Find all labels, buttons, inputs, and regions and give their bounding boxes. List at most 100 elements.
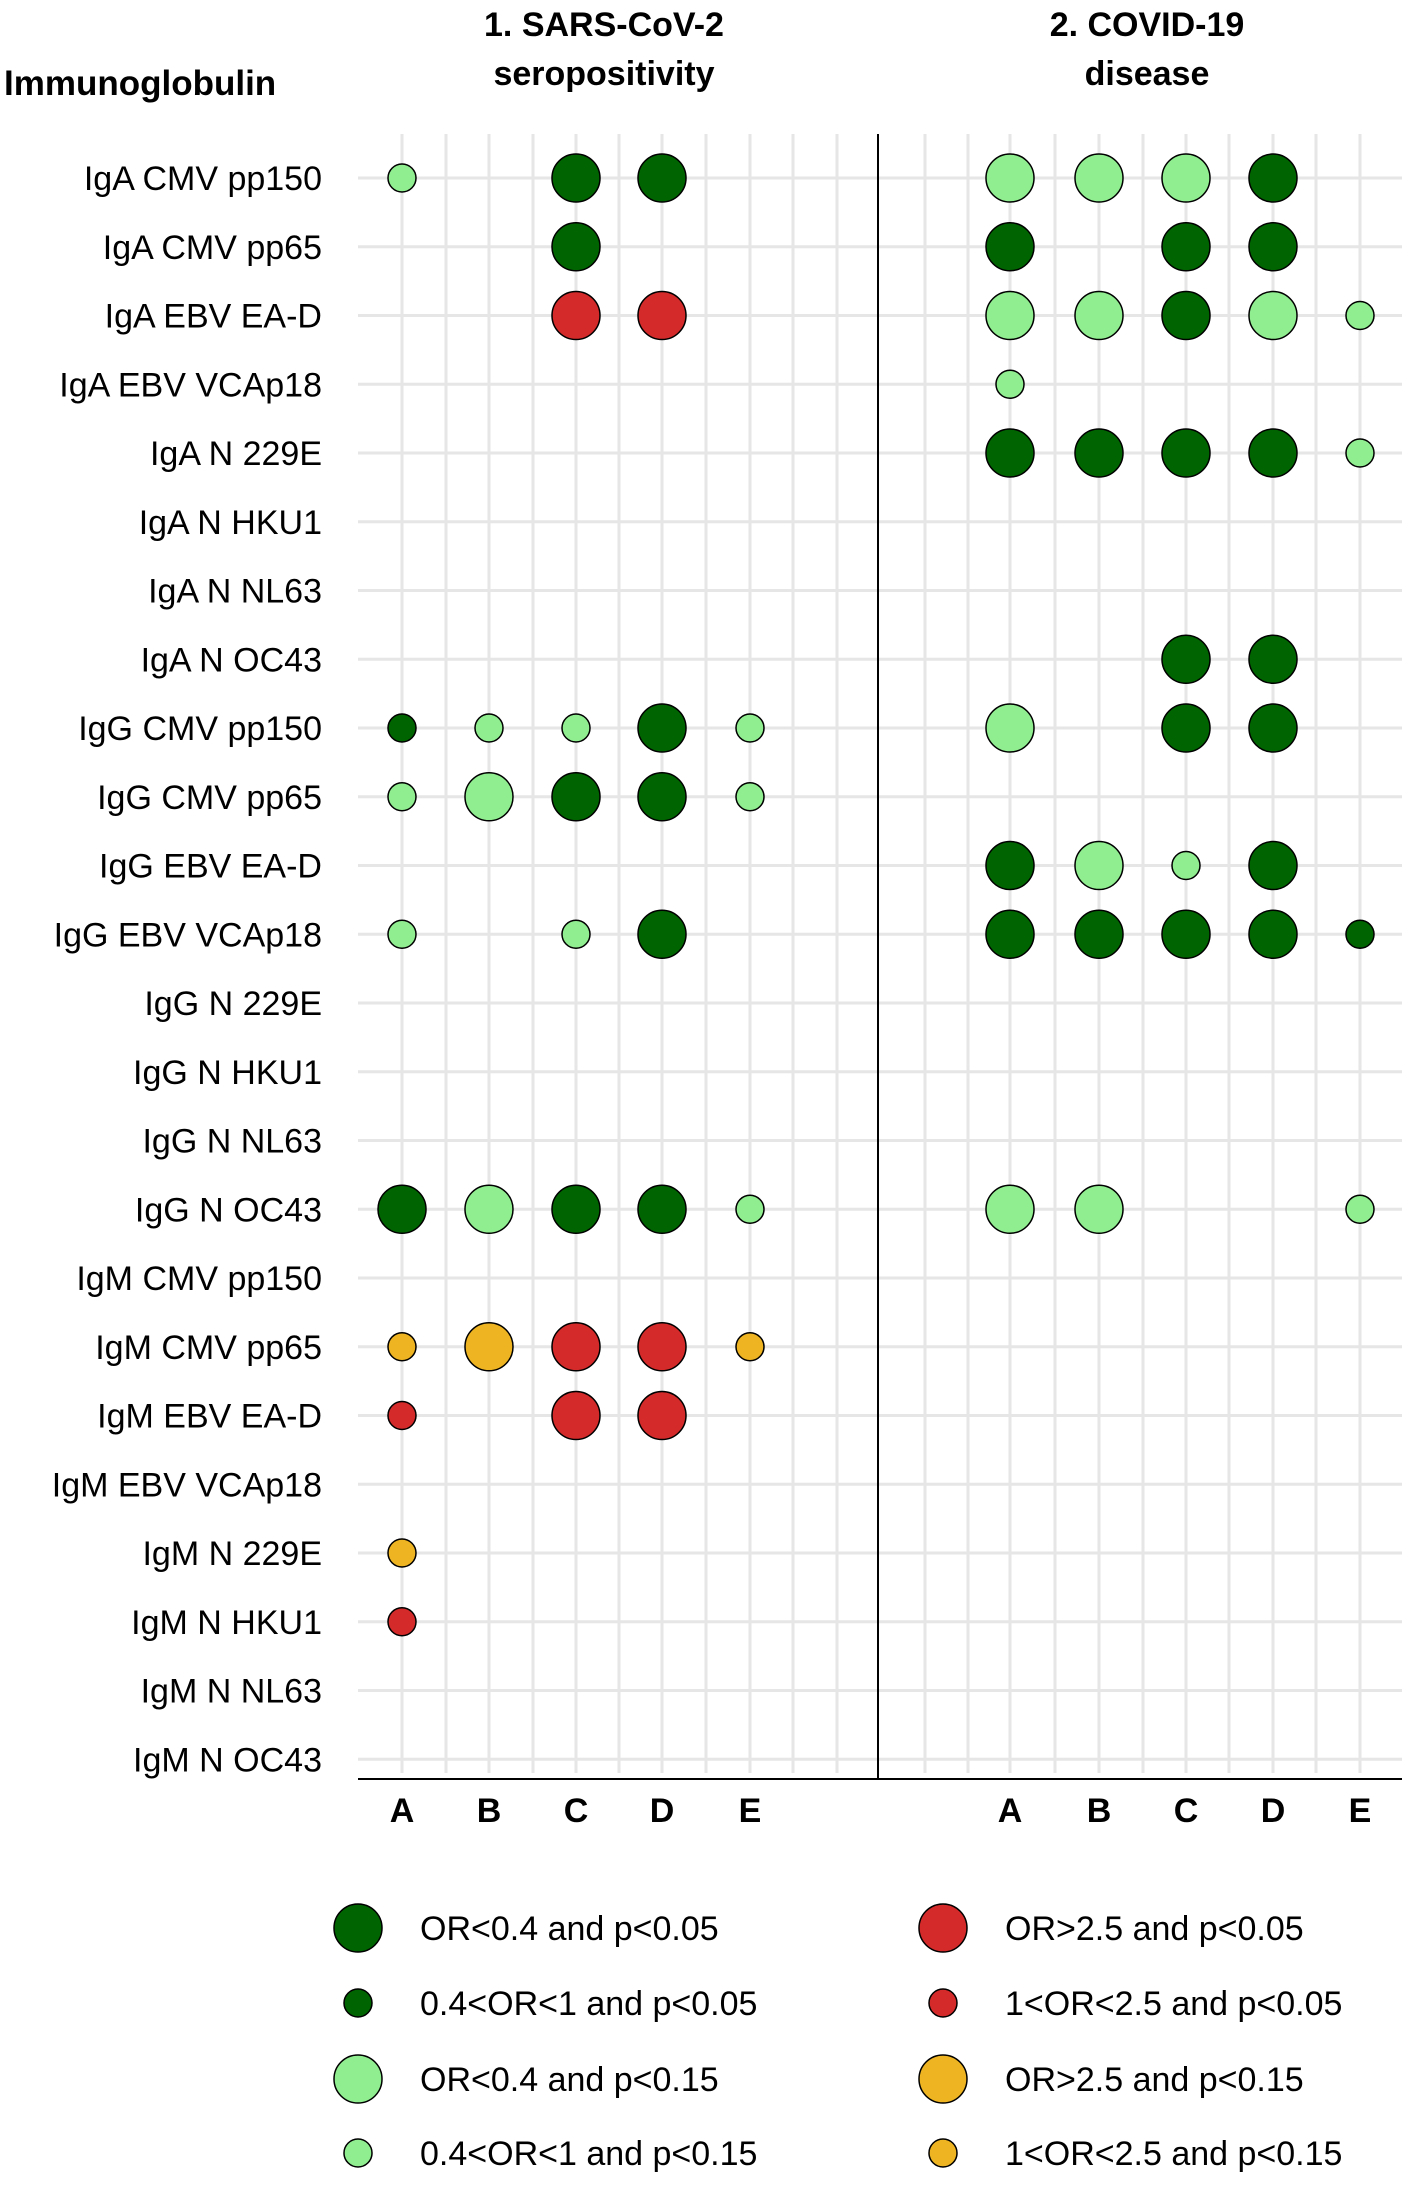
row-label: IgA CMV pp150 (84, 160, 322, 198)
row-label: IgG EBV EA-D (99, 848, 322, 886)
row-label: IgG N NL63 (142, 1123, 322, 1161)
legend-label: 1<OR<2.5 and p<0.05 (1005, 1985, 1342, 2023)
data-point (995, 369, 1025, 399)
row-label: IgG CMV pp65 (97, 779, 322, 817)
data-point (387, 782, 417, 812)
row-label: IgA N HKU1 (139, 504, 322, 542)
data-point (1248, 290, 1298, 341)
data-point (1248, 840, 1298, 891)
legend-swatch (928, 1988, 958, 2018)
column-label: B (477, 1792, 502, 1830)
data-point (985, 703, 1035, 753)
data-point (464, 1184, 514, 1234)
data-point (1074, 840, 1124, 891)
legend-label: 1<OR<2.5 and p<0.15 (1005, 2135, 1342, 2173)
row-label: IgA N 229E (150, 435, 322, 473)
row-label: IgA N OC43 (141, 641, 322, 679)
legend-swatch (918, 2054, 968, 2104)
data-point (551, 153, 601, 203)
data-point (735, 782, 765, 812)
data-point (464, 772, 514, 822)
data-point (387, 163, 417, 193)
legend-swatch (928, 2138, 958, 2168)
data-point (985, 290, 1035, 341)
panel-2-title-line2: disease (1085, 55, 1210, 93)
data-point (637, 703, 687, 753)
data-point (735, 1194, 765, 1224)
data-point (387, 919, 417, 949)
legend-label: OR<0.4 and p<0.05 (420, 1910, 719, 1948)
legend-label: OR>2.5 and p<0.15 (1005, 2061, 1304, 2099)
panel-1-title-line2: seropositivity (493, 55, 714, 93)
row-label: IgG N 229E (144, 985, 322, 1023)
legend-label: OR<0.4 and p<0.15 (420, 2061, 719, 2099)
row-label: IgM EBV EA-D (97, 1398, 322, 1436)
column-label: E (739, 1792, 762, 1830)
row-label: IgG EBV VCAp18 (54, 916, 322, 954)
data-point (985, 428, 1035, 478)
data-point (1161, 153, 1211, 203)
data-point (1171, 850, 1201, 881)
data-point (1248, 909, 1298, 959)
row-label: IgM CMV pp65 (95, 1329, 322, 1367)
data-point (377, 1184, 427, 1234)
data-point (985, 222, 1035, 272)
data-point (551, 1322, 601, 1372)
data-point (1345, 438, 1375, 468)
data-point (561, 919, 591, 949)
data-point (464, 1322, 514, 1372)
row-label: IgM EBV VCAp18 (52, 1466, 322, 1504)
data-point (637, 1390, 687, 1441)
data-points (377, 153, 1375, 1637)
data-point (637, 153, 687, 203)
data-point (735, 1332, 765, 1362)
data-point (1161, 634, 1211, 684)
data-point (1161, 428, 1211, 478)
data-point (637, 1184, 687, 1234)
data-point (1161, 703, 1211, 753)
legend-swatch (343, 1988, 373, 2018)
data-point (735, 713, 765, 743)
data-point (551, 772, 601, 822)
column-label: D (650, 1792, 675, 1830)
column-label: C (1174, 1792, 1199, 1830)
legend-label: 0.4<OR<1 and p<0.15 (420, 2135, 757, 2173)
data-point (551, 290, 601, 341)
data-point (1161, 909, 1211, 959)
data-point (551, 1390, 601, 1441)
row-label: IgA EBV EA-D (105, 298, 322, 336)
row-label: IgM N HKU1 (131, 1604, 322, 1642)
data-point (387, 713, 417, 743)
legend-label: 0.4<OR<1 and p<0.05 (420, 1985, 757, 2023)
data-point (985, 840, 1035, 891)
data-point (637, 1322, 687, 1372)
legend-swatch (343, 2138, 373, 2168)
data-point (387, 1607, 417, 1637)
data-point (1074, 153, 1124, 203)
row-label: IgG N OC43 (135, 1191, 322, 1229)
column-label: D (1261, 1792, 1286, 1830)
row-label: IgM CMV pp150 (76, 1260, 322, 1298)
legend-swatch (333, 2054, 383, 2104)
column-label: C (564, 1792, 589, 1830)
row-label: IgA EBV VCAp18 (59, 366, 322, 404)
data-point (1248, 428, 1298, 478)
data-point (1074, 290, 1124, 341)
data-point (551, 222, 601, 272)
data-point (1074, 909, 1124, 959)
data-point (1074, 428, 1124, 478)
data-point (1345, 1194, 1375, 1224)
data-point (637, 290, 687, 341)
data-point (551, 1184, 601, 1234)
data-point (1161, 290, 1211, 341)
data-point (1248, 703, 1298, 753)
data-point (387, 1538, 417, 1568)
row-label: IgA CMV pp65 (103, 229, 322, 267)
data-point (637, 909, 687, 959)
gridlines (358, 134, 1402, 1773)
data-point (637, 772, 687, 822)
data-point (985, 153, 1035, 203)
row-label: IgM N NL63 (141, 1673, 322, 1711)
legend-swatch (918, 1903, 968, 1953)
